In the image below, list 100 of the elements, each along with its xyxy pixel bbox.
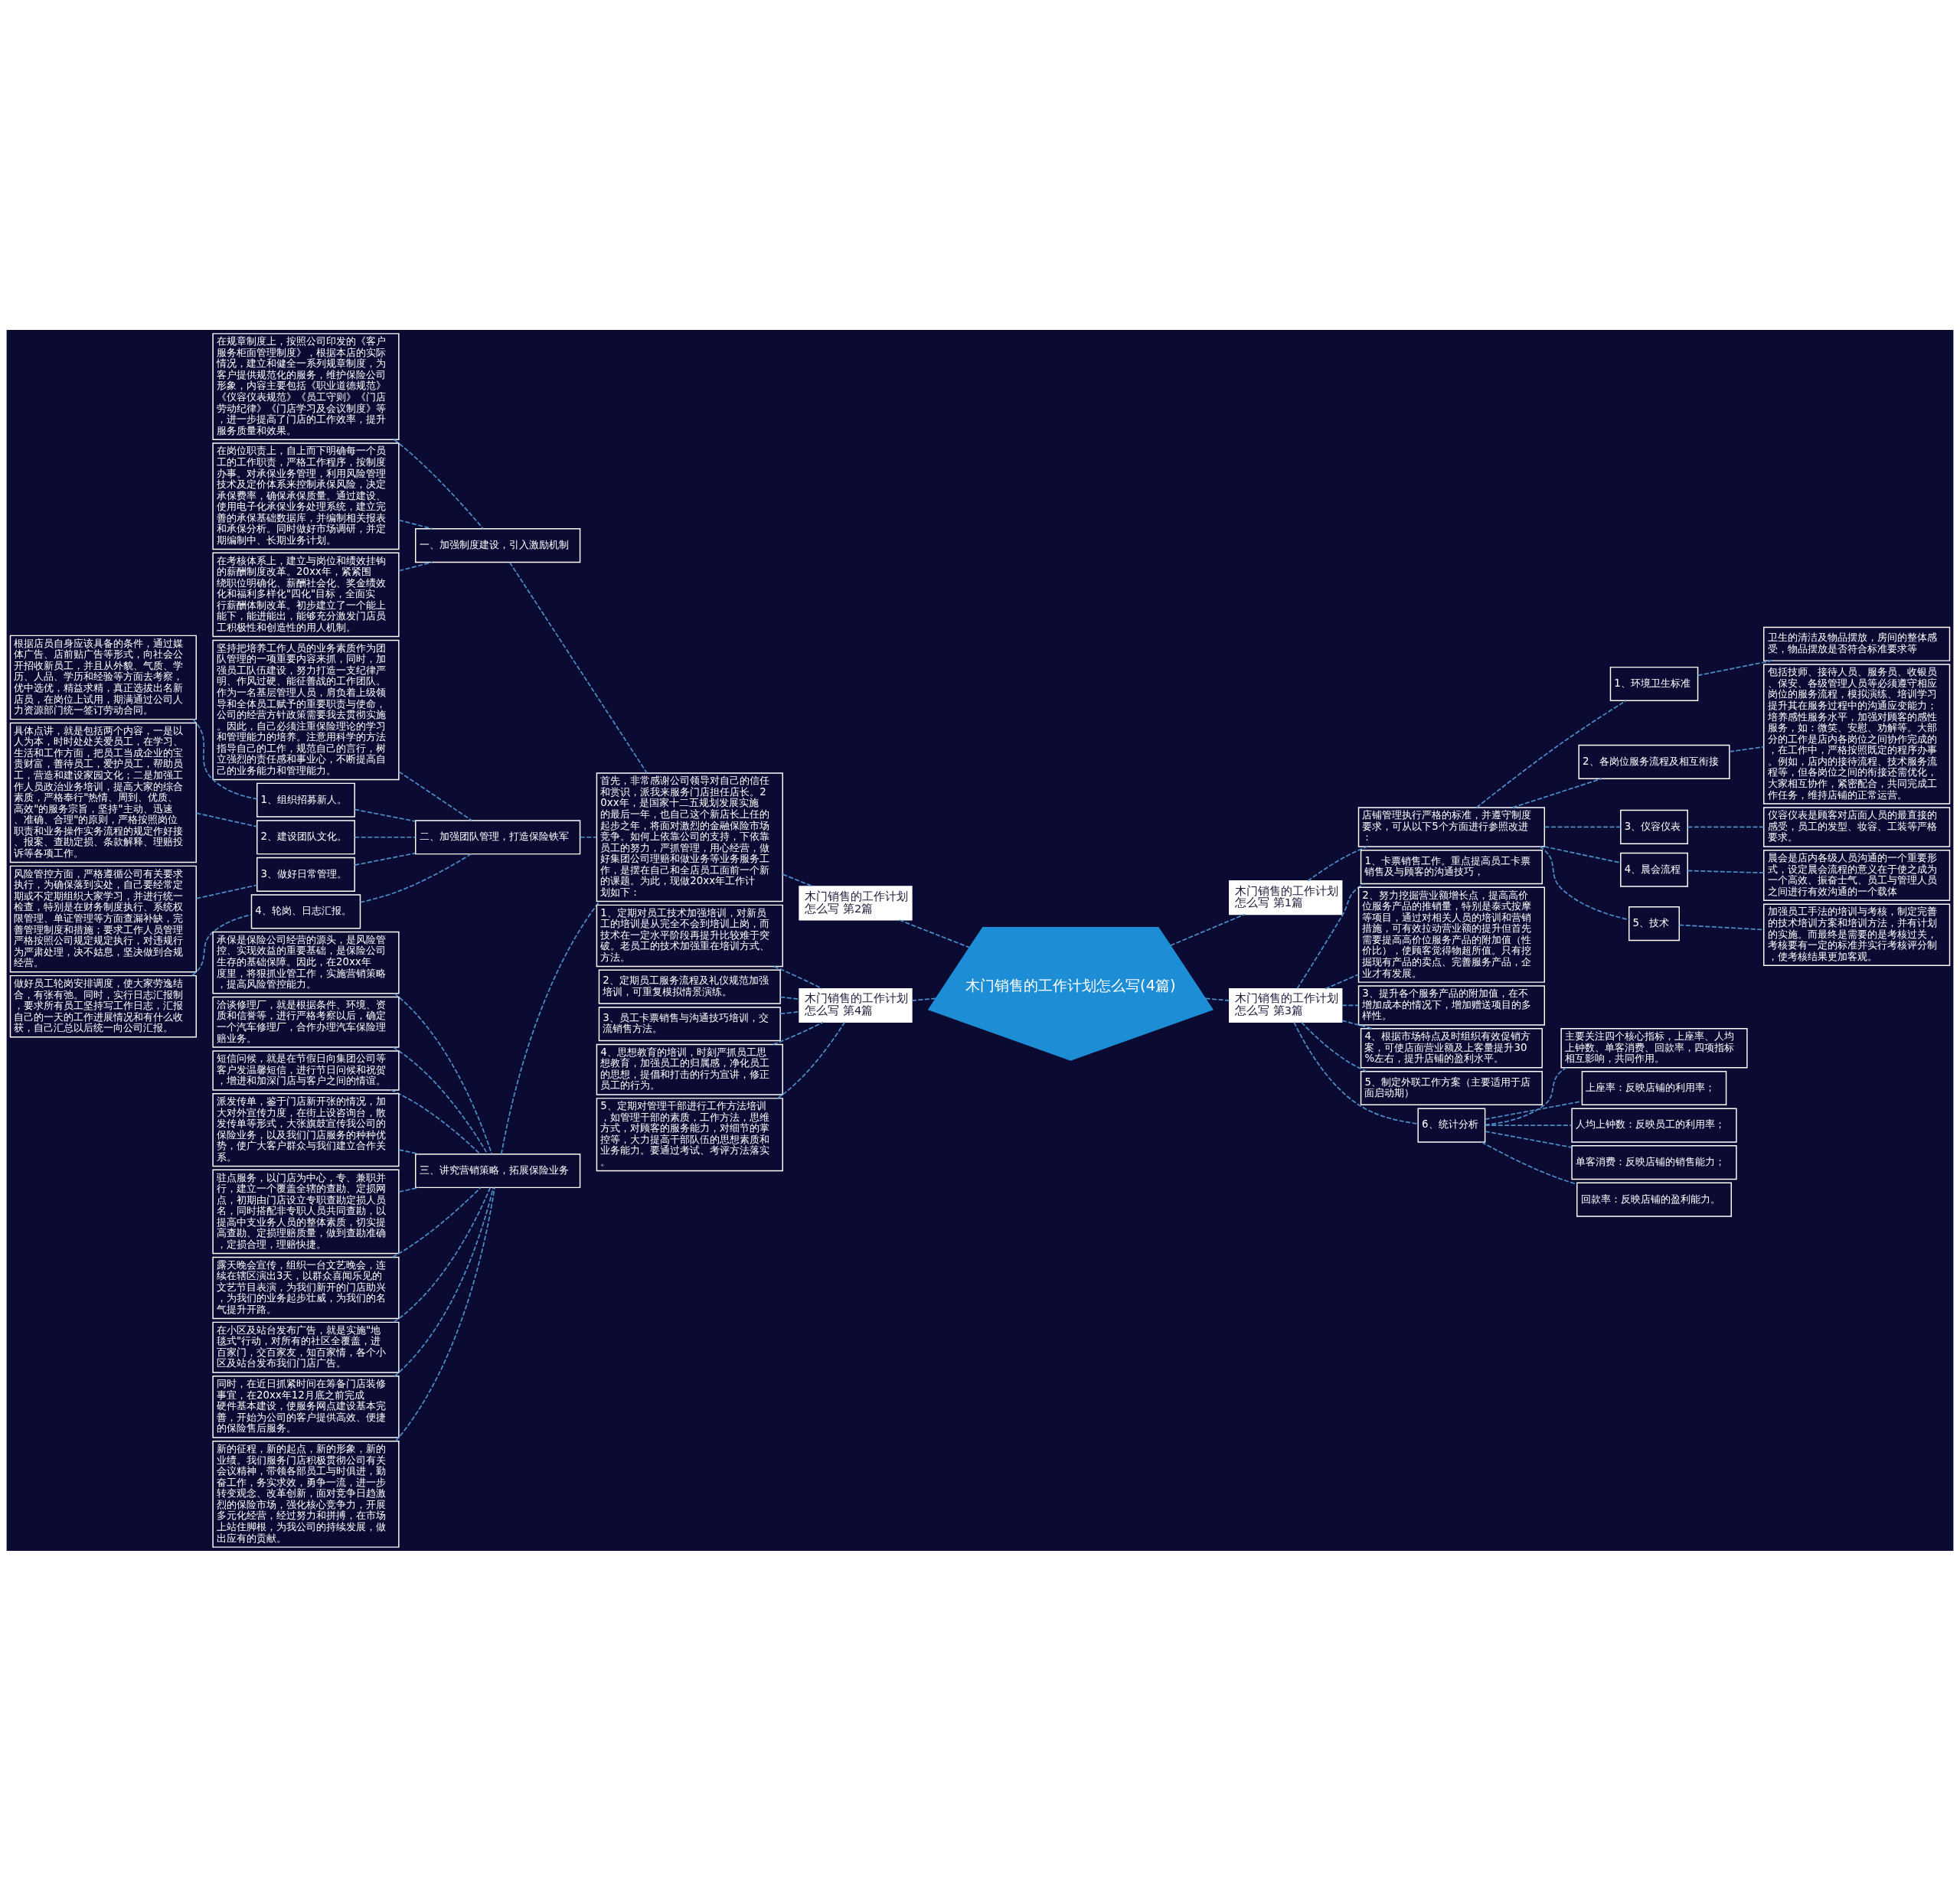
connector	[359, 853, 472, 903]
connector	[1325, 973, 1360, 989]
connector	[1204, 997, 1230, 1001]
connector	[779, 1010, 800, 1014]
node-box: 1、定期对员工技术加强培训，对新员工的培训是从完全不会到培训上岗，而技术在一定水平阶段再提升比较难于突破。老员工的技术加强重在培训方式、方法。	[596, 904, 783, 967]
connector	[1511, 778, 1602, 808]
connector	[195, 883, 258, 899]
connector	[1484, 1100, 1583, 1120]
node-box: 短信问候，就是在节假日向集团公司等客户发温馨短信，进行节日问候和祝贺，增进和加深门店与客户之间的情谊。	[212, 1049, 400, 1091]
connector	[1544, 845, 1622, 863]
node-box: 4、晨会流程	[1620, 852, 1688, 887]
node-box: 派发传单，鉴于门店新开张的情况，加大对外宣传力度，在街上设咨询台，散发传单等形式，大张旗鼓宣传我公司的保险业务，以及我们门店服务的种种优势，使广大客户群众与我们建立合作关系。	[212, 1092, 400, 1167]
connector	[393, 1186, 492, 1323]
connector	[579, 836, 598, 838]
connector	[911, 997, 936, 1001]
node-box: 在岗位职责上，自上而下明确每一个员工的工作职责，严格工作程序，按制度办事。对承保业务管理，利用风险管理技术及定价体系来控制承保风险，决定承保费率，确保承保质量。通过建设、使用电子化承保业务处理系统，建立完善的承保基础数据库，并编制相关报表和承保分析。同时做好市场调研，并定期编制中、长期业务计划。	[212, 442, 400, 550]
connector	[1539, 845, 1630, 920]
node-box: 3、仪容仪表	[1620, 809, 1688, 844]
node-box: 4、根据市场特点及时组织有效促销方案，可使店面营业额及上客量提升30%左右，提升店铺的盈利水平。	[1360, 1027, 1543, 1069]
connector	[1301, 1021, 1367, 1072]
connector	[1544, 826, 1622, 827]
node-box: 二、加强团队管理，打造保险铁军	[415, 819, 581, 854]
node-box: 做好员工轮岗安排调度，使大家劳逸结合，有张有弛。同时，实行日志汇报制，要求所有员工坚持写工作日志，汇报自己的一天的工作进展情况和有什么收获，自己汇总以后统一向公司汇报。	[9, 974, 197, 1037]
node-box: 具体点讲，就是包括两个内容，一是以人为本，时时处处关爱员工，在学习、生活和工作方面，把员工当成企业的宝贵财富，善待员工，爱护员工，帮助员工，营造和建设家园文化；二是加强工作人员政治业务培训，提高大家的综合素质，严格奉行"热情、周到、优质、高效"的服务宗旨，坚持"主动、迅速、准确、合理"的原则，严格按照岗位职责和业务操作实务流程的规定作好接、报案、查勘定损、条款解释、理赔投诉等各项工作。	[9, 722, 197, 863]
node-box: 4、轮岗、日志汇报。	[250, 893, 361, 929]
connector	[1484, 1124, 1573, 1126]
connector	[779, 996, 800, 1000]
connector	[1341, 1019, 1374, 1030]
connector	[508, 561, 648, 774]
node-box: 三、讲究营销策略，拓展保险业务	[415, 1153, 581, 1188]
connector	[1484, 1130, 1573, 1148]
node-box: 在规章制度上，按照公司印发的《客户服务柜面管理制度》，根据本店的实际情况，建立和健全一系列规章制度，为客户提供规范化的服务，维护保险公司形象，内容主要包括《职业道德规范》《仪容仪表规范》《员工守则》《门店劳动纪律》《门店学习及会议制度》等，进一步提高了门店的工作效率，提升服务质量和效果。	[212, 332, 400, 440]
connector	[354, 808, 416, 822]
connector	[354, 836, 416, 838]
connector	[776, 1021, 845, 1099]
connector	[1475, 700, 1627, 808]
node-box: 驻点服务，以门店为中心，专、兼职并行，建立一个覆盖全辖的查勘、定损网点，初期由门店设立专职查勘定损人员名，同时搭配非专职人员共同查勘，以提高中支业务人员的整体素质，切实提高查勘、定损理赔质量，做到查勘准确，定损合理，理赔快捷。	[212, 1169, 400, 1254]
node-box: 木门销售的工作计划怎么写 第1篇	[1229, 880, 1343, 915]
node-box: 新的征程，新的起点，新的形象，新的业绩。我们服务门店积极贯彻公司有关会议精神，带领各部员工与时俱进，勤奋工作，务实求效，勇争一流，进一步转变观念、改革创新，面对竞争日趋激烈的保险市场，强化核心竞争力，开展多元化经营，经过努力和拼搏，在市场上站住脚根，为我公司的持续发展，做出应有的贡献。	[212, 1440, 400, 1548]
connector	[398, 1148, 420, 1154]
node-box: 坚持把培养工作人员的业务素质作为团队管理的一项重要内容来抓，同时，加强员工队伍建设，努力打造一支纪律严明、作风过硬、能征善战的工作团队。作为一名基层管理人员，肩负着上级领导和全体员工赋予的重要职责与使命，公司的经营方针政策需要我去贯彻实施。因此，自己必须注重保险理论的学习和管理能力的培养。注意用科学的方法指导自己的工作，规范自己的言行，树立强烈的责任感和事业心，不断提高自己的业务能力和管理能力。	[212, 639, 400, 780]
connector	[390, 1089, 481, 1154]
connector	[394, 439, 484, 529]
node-box: 单客消费：反映店铺的销售能力；	[1571, 1144, 1737, 1180]
node-box: 卫生的清洁及物品摆放，房间的整体感受，物品摆放是否符合标准要求等	[1763, 626, 1951, 661]
connector	[394, 992, 493, 1154]
connector	[1485, 1066, 1567, 1125]
node-box: 上座率：反映店铺的利用率；	[1581, 1070, 1727, 1105]
node-box: 主要关注四个核心指标，上座率、人均上钟数、单客消费、回款率，四项指标相互影响，共同作用。	[1560, 1027, 1748, 1069]
node-box: 包括技师、接待人员、服务员、收银员、保安、各级管理人员等必须遵守相应岗位的服务流程，模拟演练、培训学习提升其在服务过程中的沟通应变能力；培养感性服务水平，加强对顾客的感性服务，如：微笑、安慰、劝解等。大部分的工作是店内各岗位之间协作完成的，在工作中，严格按照既定的程序办事。例如，店内的接待流程、技术服务流程等，但各岗位之间的衔接还需优化，大家相互协作，紧密配合，共同完成工作任务，维持店铺的正常运营。	[1763, 663, 1951, 805]
connector	[395, 1186, 495, 1441]
node-box: 店铺管理执行严格的标准，并遵守制度要求，可从以下5个方面进行参照改进：	[1357, 806, 1545, 847]
node-box: 木门销售的工作计划怎么写 第4篇	[799, 987, 913, 1023]
connector	[398, 561, 433, 572]
node-box: 5、制定外联工作方案（主要适用于店面启动期）	[1360, 1070, 1543, 1105]
connector	[394, 1186, 494, 1377]
connector	[1307, 845, 1369, 882]
connector	[1296, 883, 1365, 989]
connector	[398, 519, 433, 530]
node-box: 6、统计分析	[1417, 1108, 1486, 1143]
connector	[1481, 1141, 1578, 1185]
node-box: 1、组织招募新人。	[256, 782, 355, 818]
connector	[772, 1021, 824, 1045]
node-box: 3、提升各个服务产品的附加值，在不增加成本的情况下，增加赠送项目的多样性。	[1357, 984, 1545, 1026]
connector	[195, 811, 258, 827]
node-box: 1、环境卫生标准	[1609, 666, 1699, 701]
connector	[354, 852, 416, 866]
node-box: 5、定期对管理干部进行工作方法培训，如管理干部的素质，工作方法，思维方式，对顾客的服务能力，对细节的掌控等，大力提高干部队伍的思想素质和业务能力。要通过考试、考评方法落实。	[596, 1097, 783, 1171]
node-box: 根据店员自身应该具备的条件，通过媒体广告、店前贴广告等形式，向社会公开招收新员工，并且从外貌、气质、学历、人品、学历和经验等方面去考察，优中选优，精益求精，真正选拔出名新店员，在岗位上试用，期满通过公司人力资源部门统一签订劳动合同。	[9, 635, 197, 720]
connector	[1169, 913, 1246, 946]
node-box: 木门销售的工作计划怎么写 第3篇	[1229, 987, 1343, 1023]
connector	[1697, 659, 1772, 676]
connector	[773, 965, 823, 989]
node-box: 风险管控方面，严格遵循公司有关要求执行，为确保落到实处，自己要经常定期或不定期组织大家学习，并进行统一检查，特别是在财务制度执行、系统权限管理、单证管理等方面查漏补缺，完善管理制度和措施；要求工作人员管理严格按照公司规定规定执行，对违规行为严肃处理，决不姑息，坚决做到合规经营。	[9, 865, 197, 972]
connector	[1687, 870, 1765, 873]
node-box: 承保是保险公司经营的源头，是风险管控、实现效益的重要基础，是保险公司生存的基础保障。因此，在20xx年度里，将狠抓业管工作，实施营销策略，提高风险管控能力。	[212, 931, 400, 994]
node-box: 2、各岗位服务流程及相互衔接	[1578, 744, 1730, 779]
node-box: 同时，在近日抓紧时间在筹备门店装修事宜，在20xx年12月底之前完成硬件基本建设，使服务网点建设基本完善，开始为公司的客户提供高效、便捷的保险售后服务。	[212, 1375, 400, 1438]
connector	[1729, 746, 1765, 752]
node-box: 洽谈修理厂，就是根据条件、环境、资质和信誉等，进行严格考察以后，确定一个汽车修理厂，合作办理汽车保险理赔业务。	[212, 996, 400, 1048]
node-box: 晨会是店内各级人员沟通的一个重要形式，设定晨会流程的意义在于使之成为一个高效、振奋士气、员工与管理人员之间进行有效沟通的一个载体	[1763, 849, 1951, 901]
connector	[1293, 1021, 1419, 1124]
connector	[1687, 826, 1765, 827]
node-box: 2、定期员工服务流程及礼仪规范加强培训，可重复模拟情景演练。	[598, 969, 781, 1004]
node-box: 1、卡票销售工作。重点提高员工卡票销售及与顾客的沟通技巧，	[1360, 849, 1543, 884]
connector	[191, 913, 253, 976]
node-box: 回款率：反映店铺的盈利能力。	[1576, 1182, 1732, 1217]
node-box: 3、做好日常管理。	[256, 857, 355, 892]
connector	[782, 873, 814, 887]
node-box: 2、建设团队文化。	[256, 819, 355, 854]
connector	[398, 1186, 420, 1193]
node-box: 5、技术	[1628, 906, 1680, 941]
node-box: 3、员工卡票销售与沟通技巧培训，交流销售方法。	[598, 1006, 781, 1041]
node-box: 在考核体系上，建立与岗位和绩效挂钩的薪酬制度改革。20xx年，紧紧围绕职位明确化、薪酬社会化、奖金绩效化和福利多样化"四化"目标，全面实行薪酬体制改革。初步建立了一个能上能下，能进能出，能够充分激发门店员工积极性和创造性的用人机制。	[212, 552, 400, 637]
node-box: 2、努力挖掘营业额增长点，提高高价位服务产品的推销量，特别是泰式按摩等项目，通过对相关人员的培训和营销措施，可有效拉动营业额的提升但首先需要提高高价位服务产品的附加值（性价比），使顾客觉得物超所值。只有挖掘现有产品的卖点、完善服务产品，企业才有发展。	[1357, 886, 1545, 983]
node-box: 木门销售的工作计划怎么写 第2篇	[799, 885, 913, 921]
node-box: 加强员工手法的培训与考核，制定完善的技术培训方案和培训方法，并有计划的实施。而最终是需要的是考核过关，考核要有一定的标准并实行考核评分制，使考核结果更加客观。	[1763, 902, 1951, 966]
node-box: 在小区及站台发布广告，就是实施"地毯式"行动，对所有的社区全覆盖，进百家门，交百家友，知百家情，各个小区及站台发布我们门店广告。	[212, 1321, 400, 1373]
connector	[391, 1186, 482, 1258]
node-box: 人均上钟数：反映员工的利用率；	[1571, 1108, 1737, 1143]
